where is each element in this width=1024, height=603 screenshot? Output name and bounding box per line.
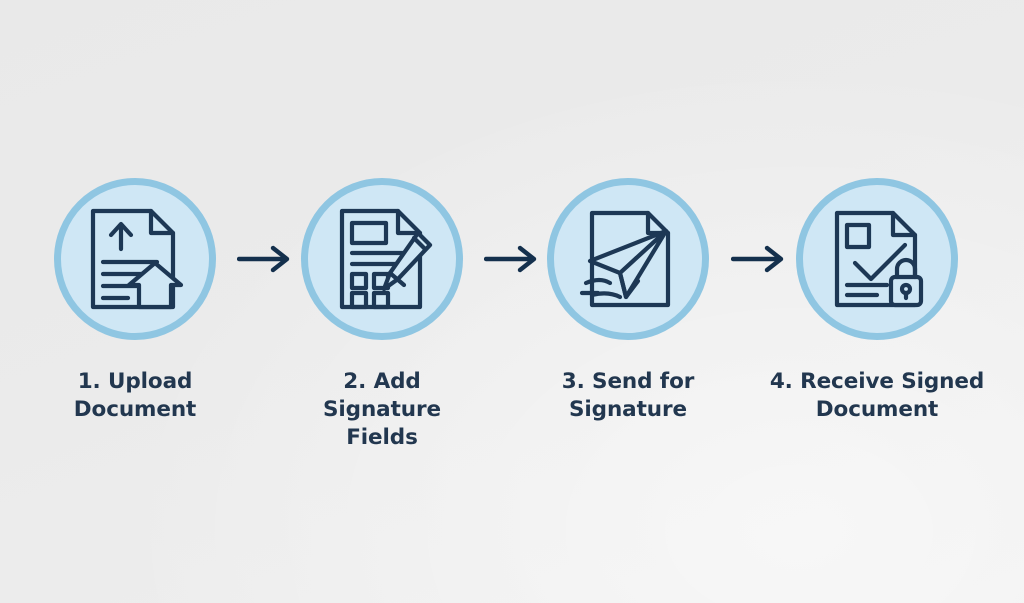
step-icon-badge bbox=[301, 178, 463, 340]
arrow-right-icon bbox=[731, 242, 787, 276]
step-circle bbox=[796, 178, 958, 340]
flow-step-add-signature-fields[interactable]: 2. Add Signature Fields bbox=[252, 178, 512, 452]
step-circle bbox=[301, 178, 463, 340]
caption-line: Document bbox=[815, 397, 939, 422]
step-caption: 3. Send for Signature bbox=[498, 368, 758, 424]
step-icon-badge bbox=[796, 178, 958, 340]
caption-line: 4. Receive Signed bbox=[769, 369, 985, 394]
step-caption: 4. Receive Signed Document bbox=[747, 368, 1007, 424]
caption-line: 3. Send for bbox=[561, 369, 695, 394]
caption-line: Document bbox=[73, 397, 197, 422]
step-caption: 1. Upload Document bbox=[5, 368, 265, 424]
step-caption: 2. Add Signature Fields bbox=[252, 368, 512, 452]
caption-line: Signature bbox=[569, 397, 687, 422]
flow-step-upload-document[interactable]: 1. Upload Document bbox=[5, 178, 265, 424]
caption-line: 1. Upload bbox=[77, 369, 193, 394]
arrow-right-icon bbox=[484, 242, 540, 276]
step-icon-badge bbox=[54, 178, 216, 340]
arrow-right-icon bbox=[237, 242, 293, 276]
caption-line: 2. Add bbox=[343, 369, 421, 394]
caption-line: Signature bbox=[323, 397, 441, 422]
flow-step-send-for-signature[interactable]: 3. Send for Signature bbox=[498, 178, 758, 424]
send-for-signature-icon bbox=[576, 205, 680, 313]
add-signature-fields-icon bbox=[330, 205, 434, 313]
receive-signed-document-icon bbox=[825, 205, 929, 313]
step-icon-badge bbox=[547, 178, 709, 340]
upload-document-icon bbox=[83, 205, 187, 313]
flow-step-receive-signed-document[interactable]: 4. Receive Signed Document bbox=[747, 178, 1007, 424]
step-circle bbox=[54, 178, 216, 340]
caption-line: Fields bbox=[346, 425, 418, 450]
